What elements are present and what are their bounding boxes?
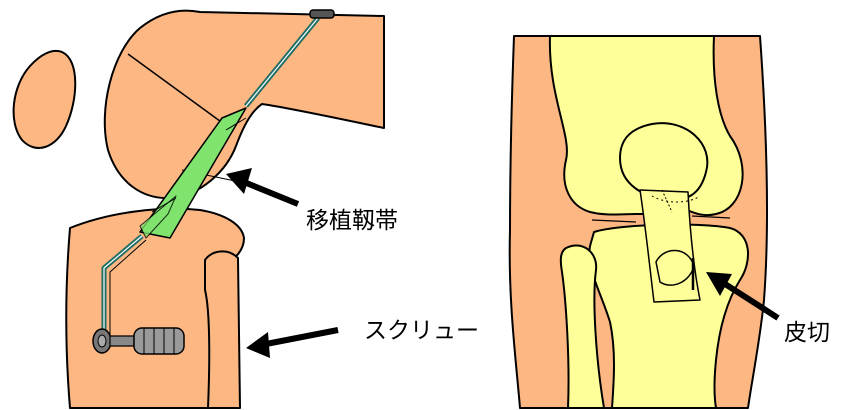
screw-label: スクリュー: [364, 320, 479, 343]
anterior-knee-view: [510, 36, 767, 408]
screw: [93, 328, 184, 354]
patella: [14, 51, 76, 148]
fibula: [205, 251, 240, 408]
incision-label: 皮切: [784, 322, 830, 345]
graft-label: 移植靱帯: [306, 210, 398, 233]
screw-threads: [134, 328, 184, 354]
screw-shaft: [110, 336, 134, 346]
femoral-button: [310, 10, 334, 18]
screw-arrow: [246, 330, 338, 358]
graft-arrow: [226, 168, 298, 204]
